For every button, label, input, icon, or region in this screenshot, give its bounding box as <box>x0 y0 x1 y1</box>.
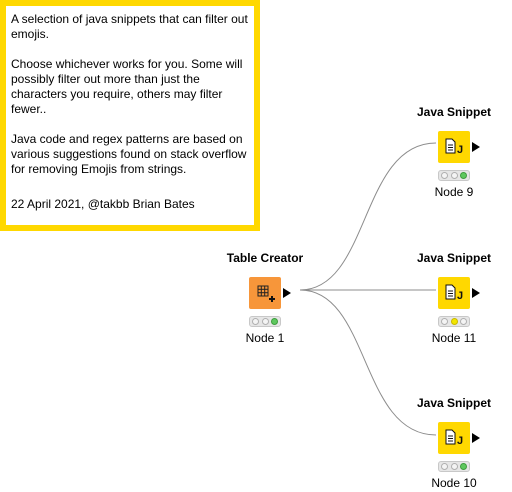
status-light <box>450 318 458 325</box>
output-port[interactable] <box>472 142 480 152</box>
output-port[interactable] <box>472 288 480 298</box>
annotation-paragraph: Java code and regex patterns are based o… <box>11 132 247 176</box>
annotation-paragraph: Choose whichever works for you. Some wil… <box>11 57 243 116</box>
status-light <box>459 172 467 179</box>
status-traffic-light <box>438 461 470 472</box>
java-snippet-icon[interactable]: J <box>438 422 470 454</box>
workflow-annotation[interactable]: A selection of java snippets that can fi… <box>0 0 260 231</box>
table-creator-icon[interactable] <box>249 277 281 309</box>
connection-node1-node9[interactable] <box>299 142 437 291</box>
status-light <box>459 318 467 325</box>
svg-text:J: J <box>457 144 463 156</box>
node-title[interactable]: Java Snippet <box>416 251 492 265</box>
status-traffic-light <box>249 316 281 327</box>
status-traffic-light <box>438 316 470 327</box>
node-label[interactable]: Node 11 <box>431 331 477 345</box>
status-light <box>450 172 458 179</box>
node-title[interactable]: Java Snippet <box>416 396 492 410</box>
svg-text:J: J <box>457 435 463 447</box>
java-snippet-icon[interactable]: J <box>438 131 470 163</box>
svg-text:J: J <box>457 290 463 302</box>
status-light <box>441 463 449 470</box>
status-light <box>252 318 260 325</box>
status-traffic-light <box>438 170 470 181</box>
node-label[interactable]: Node 10 <box>431 476 477 490</box>
status-light <box>270 318 278 325</box>
status-light <box>441 318 449 325</box>
node-title[interactable]: Table Creator <box>226 251 304 265</box>
output-port[interactable] <box>472 433 480 443</box>
node-title[interactable]: Java Snippet <box>416 105 492 119</box>
java-snippet-icon[interactable]: J <box>438 277 470 309</box>
connection-node1-node10[interactable] <box>299 289 437 436</box>
output-port[interactable] <box>283 288 291 298</box>
status-light <box>459 463 467 470</box>
node-label[interactable]: Node 1 <box>245 331 285 345</box>
status-light <box>261 318 269 325</box>
status-light <box>441 172 449 179</box>
annotation-paragraph: A selection of java snippets that can fi… <box>11 12 248 41</box>
node-label[interactable]: Node 9 <box>434 185 474 199</box>
annotation-paragraph: 22 April 2021, @takbb Brian Bates <box>11 197 195 211</box>
status-light <box>450 463 458 470</box>
